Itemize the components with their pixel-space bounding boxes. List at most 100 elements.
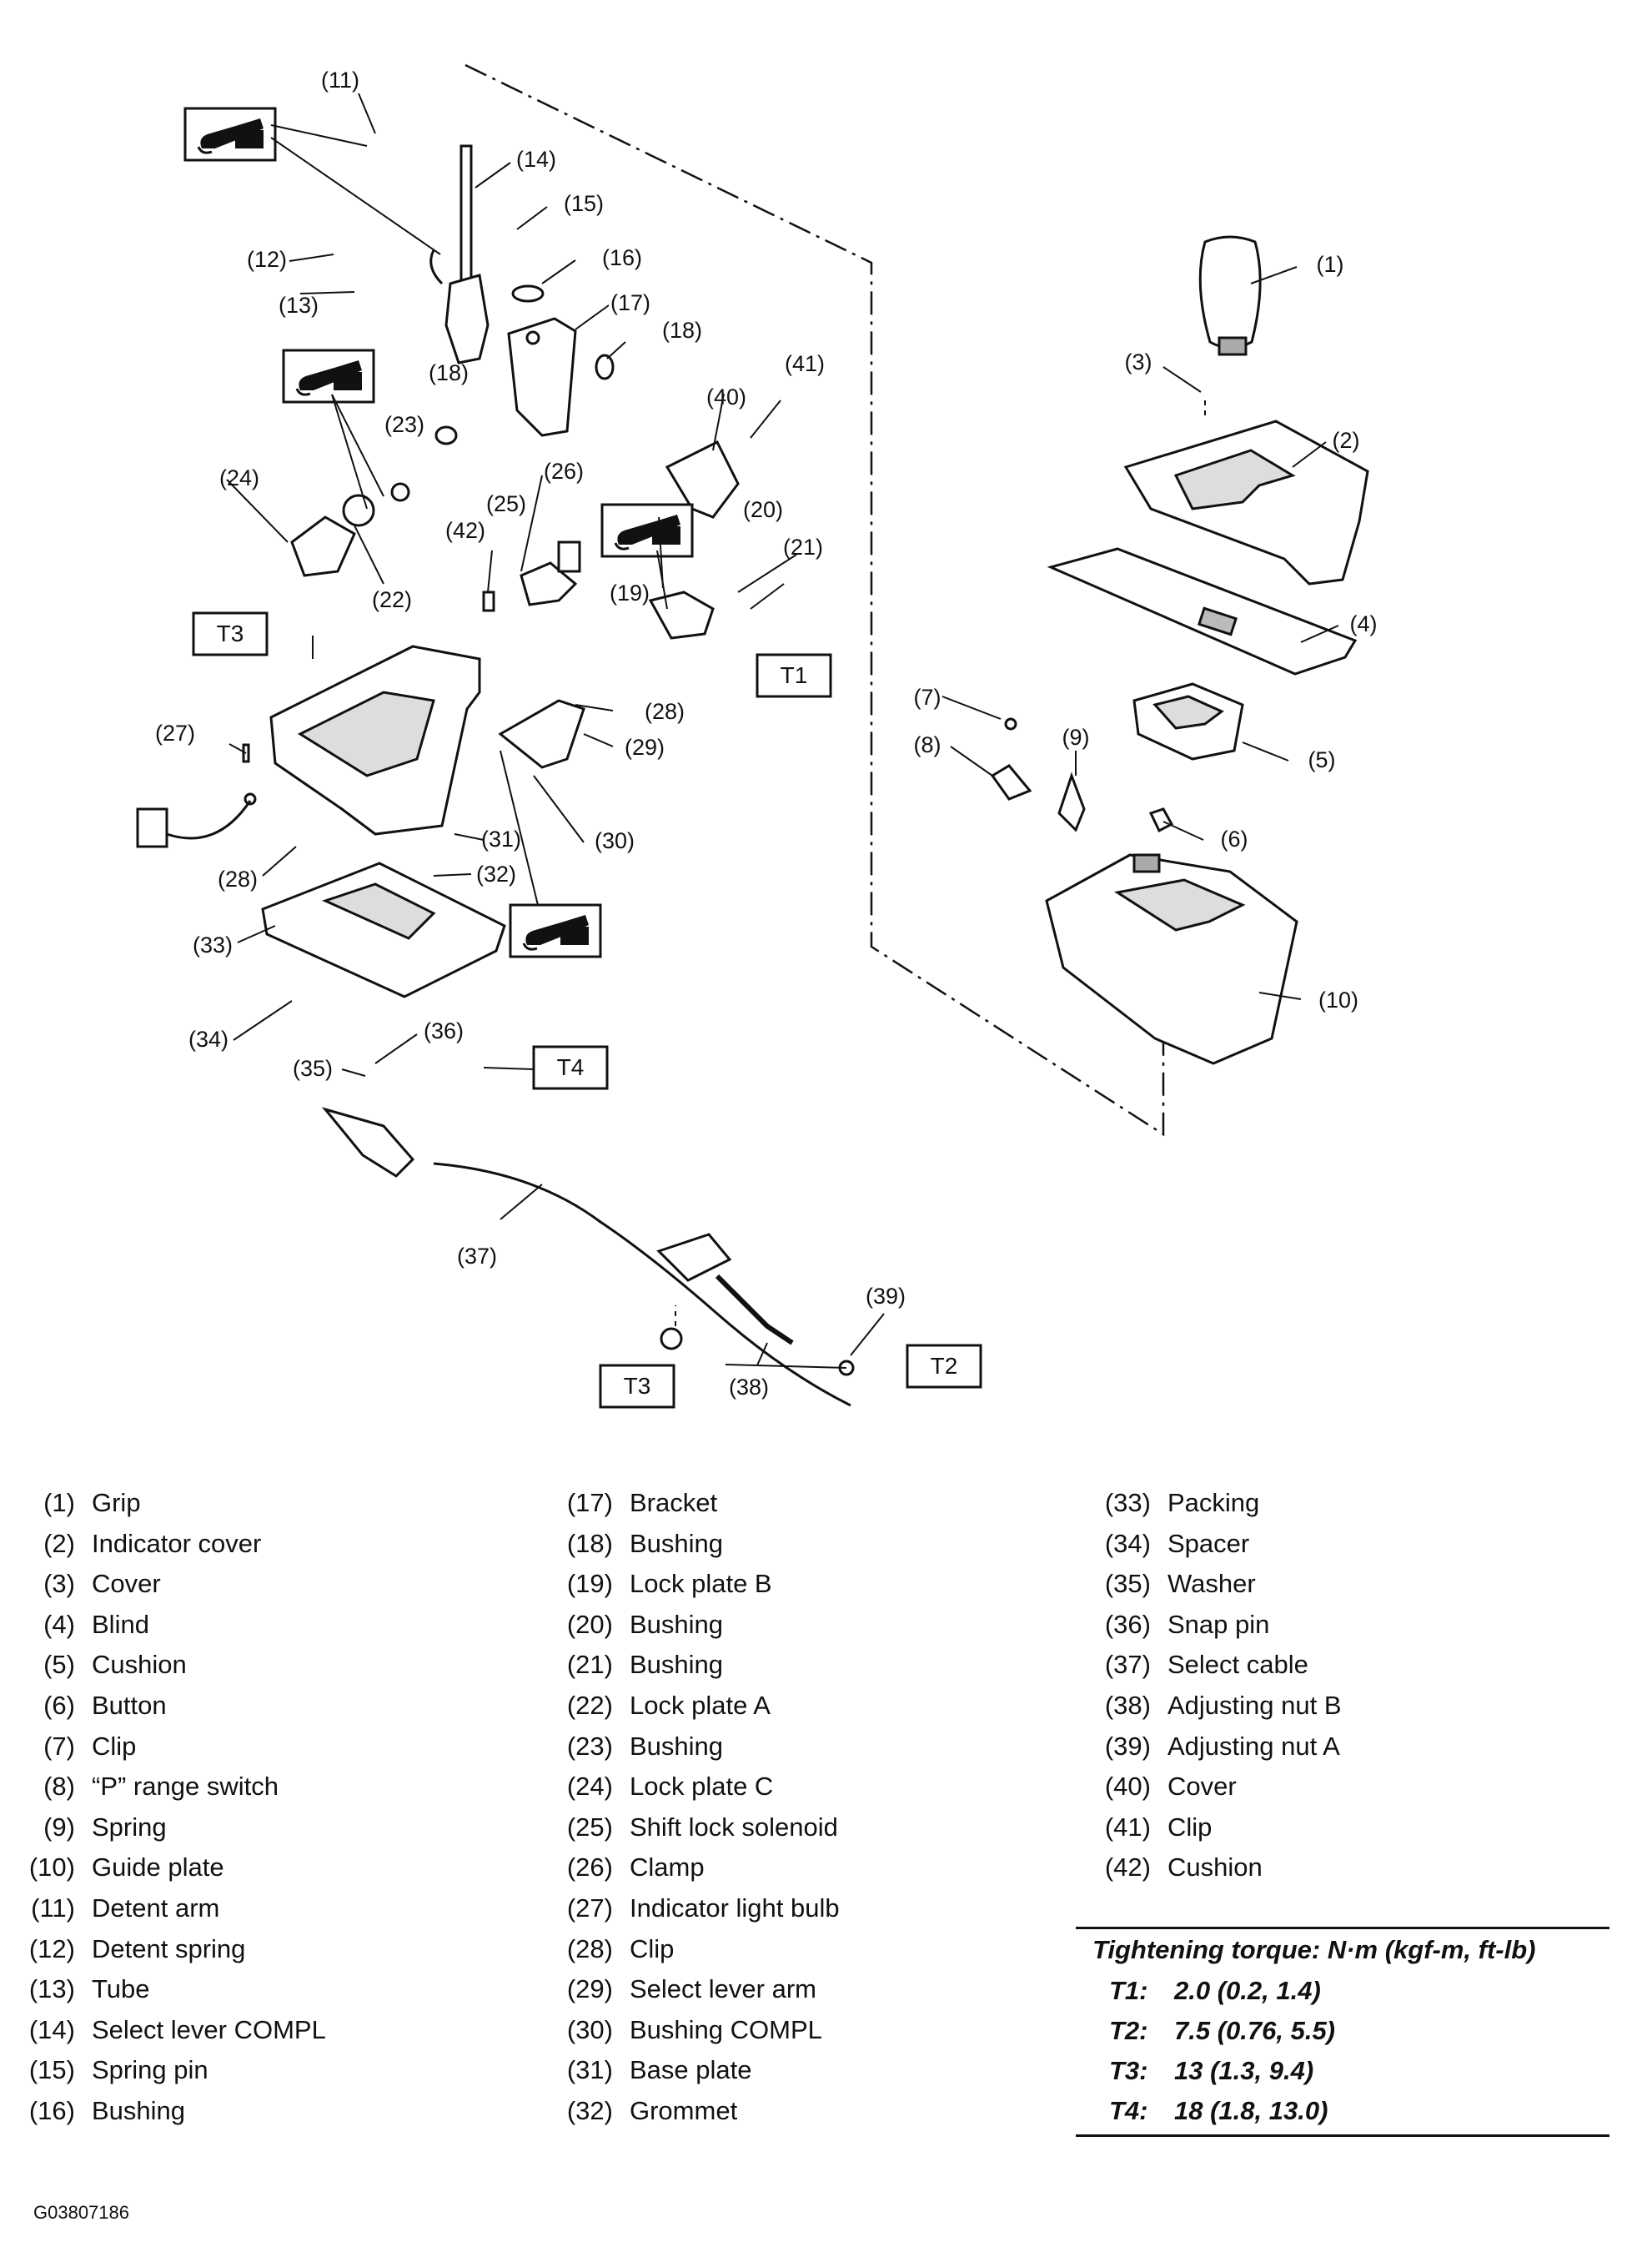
legend-number: (38)	[1104, 1690, 1151, 1720]
legend-number: (18)	[566, 1528, 613, 1558]
callout-label: (2)	[1333, 428, 1360, 453]
legend-part-name: Blind	[92, 1609, 149, 1639]
callout-label: (42)	[445, 518, 485, 543]
legend-part-name: Lock plate C	[630, 1772, 774, 1802]
legend-number: (16)	[28, 2095, 75, 2125]
exploded-diagram: T3 T1 T4 T3 T2 (1) (2) (3) (4) (5) (6) (…	[136, 63, 1378, 1409]
legend-number: (19)	[566, 1569, 613, 1599]
callout-label: (7)	[914, 685, 941, 710]
torque-tag-t2: T2	[931, 1353, 958, 1379]
legend-number: (32)	[566, 2095, 613, 2125]
legend-part-name: Spacer	[1167, 1528, 1250, 1558]
legend-number: (1)	[43, 1488, 75, 1517]
torque-row: T1:2.0 (0.2, 1.4)	[1076, 1971, 1609, 2011]
torque-row: T4:18 (1.8, 13.0)	[1076, 2091, 1609, 2131]
callout-label: (13)	[279, 293, 319, 318]
small-right-parts	[990, 717, 1174, 833]
legend-number: (4)	[43, 1609, 75, 1639]
legend-part-name: Cover	[1167, 1772, 1237, 1802]
solenoid-part	[482, 540, 581, 612]
callout-label: (39)	[866, 1284, 906, 1309]
legend-number: (24)	[566, 1772, 613, 1802]
torque-key: T3:	[1109, 2056, 1148, 2085]
blind-part	[1047, 547, 1358, 676]
torque-row: T2: 7.5 (0.76, 5.5)	[1076, 2011, 1609, 2051]
figure-id: G03807186	[33, 2202, 129, 2223]
torque-tag-box	[192, 611, 269, 656]
legend-number: (34)	[1104, 1528, 1151, 1558]
legend-part-name: Clip	[630, 1933, 675, 1963]
legend-part-name: Clip	[92, 1731, 137, 1761]
legend-part-name: Grommet	[630, 2095, 738, 2125]
callout-label: (3)	[1125, 349, 1152, 374]
torque-bottom-rule	[1076, 2134, 1609, 2137]
callout-label: (9)	[1062, 725, 1090, 750]
callout-label: (30)	[595, 828, 635, 853]
callout-label: (27)	[155, 721, 195, 746]
legend-number: (26)	[566, 1852, 613, 1883]
grease-icon	[600, 503, 694, 558]
legend-part-name: Base plate	[630, 2055, 752, 2085]
callout-label: (23)	[384, 412, 424, 437]
grip-part	[1198, 235, 1262, 356]
legend-number: (35)	[1104, 1569, 1151, 1599]
callout-label: (41)	[785, 351, 825, 376]
callout-label: (31)	[481, 827, 521, 852]
legend-number: (5)	[43, 1650, 75, 1680]
legend-number: (20)	[566, 1609, 613, 1639]
callout-label: (18)	[429, 360, 469, 385]
legend-number: (28)	[566, 1933, 613, 1963]
callout-label: (25)	[486, 491, 526, 516]
legend-part-name: Clamp	[630, 1852, 705, 1883]
legend-part-name: Bushing	[630, 1609, 724, 1639]
callout-label: (14)	[516, 147, 556, 172]
legend-number: (8)	[43, 1772, 75, 1802]
grease-icon	[282, 349, 375, 404]
callout-label: (26)	[544, 459, 584, 484]
torque-tag-t4: T4	[557, 1054, 585, 1080]
legend-part-name: Shift lock solenoid	[630, 1812, 838, 1842]
legend-number: (22)	[566, 1690, 613, 1720]
legend-part-name: Select lever COMPL	[92, 2014, 326, 2044]
legend-number: (27)	[566, 1893, 613, 1923]
callout-label: (19)	[610, 581, 650, 606]
legend-part-name: Cushion	[92, 1650, 187, 1680]
torque-value: 18 (1.8, 13.0)	[1174, 2096, 1328, 2125]
torque-top-rule	[1076, 1927, 1609, 1929]
torque-tag-box	[599, 1364, 675, 1409]
callout-label: (34)	[188, 1027, 228, 1052]
torque-tag-box	[532, 1045, 609, 1090]
legend-number: (33)	[1104, 1488, 1151, 1517]
legend-number: (10)	[28, 1852, 75, 1883]
torque-row: T3:13 (1.3, 9.4)	[1076, 2051, 1609, 2091]
callout-label: (28)	[645, 699, 685, 724]
legend-number: (37)	[1104, 1650, 1151, 1680]
torque-key: T2:	[1109, 2016, 1148, 2045]
torque-table: Tightening torque: N·m (kgf-m, ft-lb) T1…	[1076, 1927, 1609, 2137]
callout-label: (24)	[219, 465, 259, 490]
lock-plate-parts	[290, 440, 740, 640]
legend-part-name: Cushion	[1167, 1852, 1263, 1883]
legend-number: (17)	[566, 1488, 613, 1517]
callout-label: (12)	[247, 247, 287, 272]
legend-number: (15)	[28, 2055, 75, 2085]
torque-value: 7.5 (0.76, 5.5)	[1174, 2016, 1336, 2045]
legend-number: (7)	[43, 1731, 75, 1761]
leader-lines	[226, 93, 1339, 1369]
torque-tag-t3: T3	[624, 1373, 651, 1399]
callout-label: (8)	[914, 732, 941, 757]
legend-part-name: Detent spring	[92, 1933, 246, 1963]
cushion-part	[1132, 682, 1244, 761]
legend-part-name: Tube	[92, 1974, 150, 2004]
legend-number: (25)	[566, 1812, 613, 1842]
legend-part-name: Spring	[92, 1812, 167, 1842]
legend-number: (13)	[28, 1974, 75, 2004]
legend-part-name: Indicator cover	[92, 1528, 262, 1558]
legend-number: (23)	[566, 1731, 613, 1761]
legend-part-name: Adjusting nut A	[1167, 1731, 1340, 1761]
indicator-cover-part	[1123, 420, 1369, 586]
guide-line	[464, 63, 1165, 1137]
legend-part-name: Button	[92, 1690, 167, 1720]
callout-label: (36)	[424, 1018, 464, 1043]
callout-label: (37)	[457, 1244, 497, 1269]
